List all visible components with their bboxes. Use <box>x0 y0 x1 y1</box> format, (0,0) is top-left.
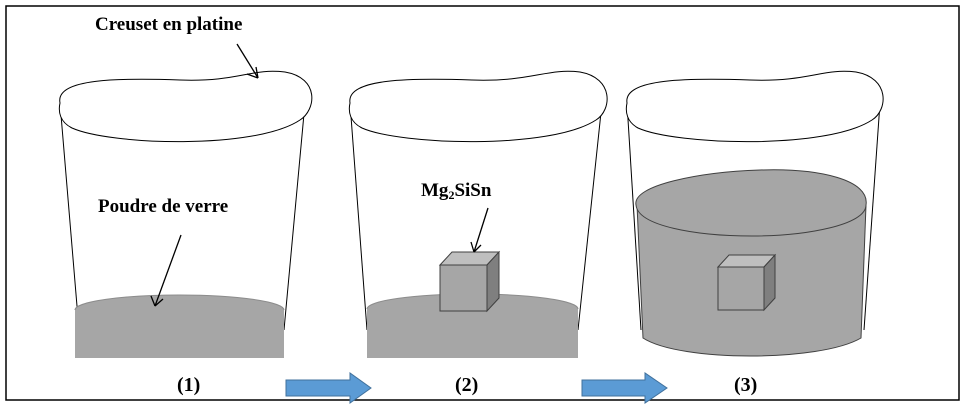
step-caption-2: (2) <box>455 374 479 396</box>
compound-label-main: Mg <box>421 180 449 201</box>
step-caption-3: (3) <box>734 374 758 396</box>
crucible-1 <box>58 70 313 358</box>
process-arrow-1 <box>285 372 372 404</box>
compound-label: Mg2SiSn <box>421 180 491 203</box>
mg2sisn-cube <box>438 250 501 313</box>
figure-border <box>5 5 960 401</box>
embedded-cube <box>716 253 777 312</box>
compound-label-rest: SiSn <box>454 180 492 201</box>
powder-label-arrow <box>150 234 182 307</box>
powder-label: Poudre de verre <box>98 196 229 217</box>
compound-label-arrow <box>470 207 489 253</box>
step-caption-1: (1) <box>177 374 201 396</box>
crucible-3 <box>625 70 884 357</box>
compound-label-subscript: 2 <box>448 188 455 202</box>
crucible-label: Creuset en platine <box>95 14 243 35</box>
process-arrow-2 <box>581 372 668 404</box>
crucible-label-arrow <box>236 43 259 79</box>
crucible-2 <box>348 70 608 358</box>
glass-powder-top-1 <box>75 295 284 325</box>
